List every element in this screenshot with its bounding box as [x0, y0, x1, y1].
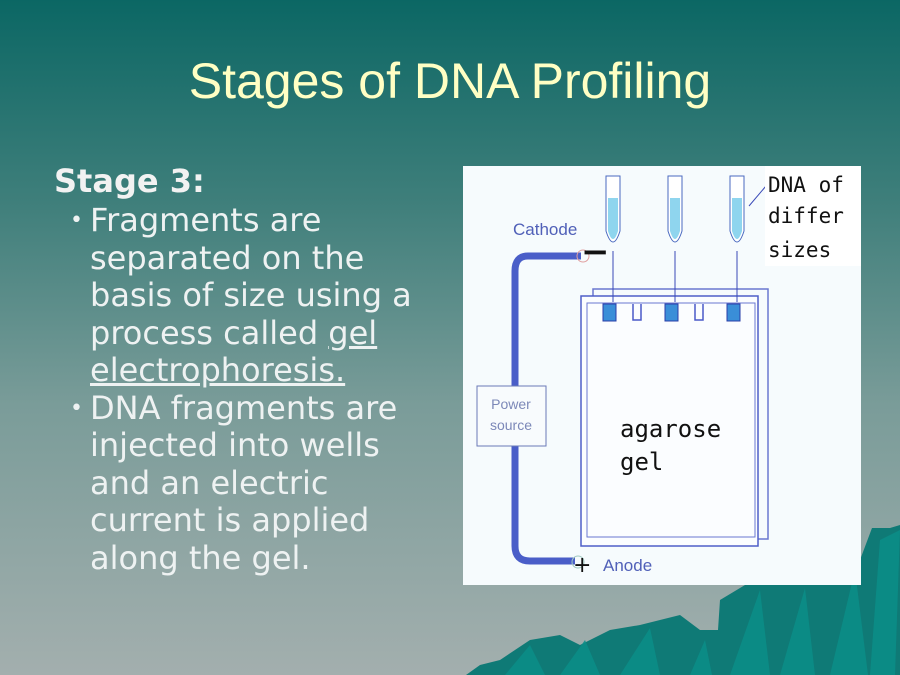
svg-text:gel: gel	[620, 448, 663, 476]
agarose-gel-label: agarose gel	[620, 415, 721, 476]
minus-sign: −	[581, 232, 610, 272]
agarose-gel	[580, 295, 759, 547]
cathode-label: Cathode	[513, 220, 577, 239]
dna-label: DNA of differ sizes	[768, 173, 844, 262]
svg-text:sizes: sizes	[768, 238, 831, 262]
svg-text:differ: differ	[768, 204, 844, 228]
power-source-box	[476, 385, 547, 447]
gel-electrophoresis-diagram: Power source Cathode − + Anode DNA of di…	[463, 166, 861, 585]
svg-text:agarose: agarose	[620, 415, 721, 443]
svg-text:source: source	[490, 417, 532, 433]
anode-terminal	[571, 555, 585, 569]
test-tubes	[605, 175, 767, 302]
bullet-item: •Fragments are separated on the basis of…	[70, 201, 412, 389]
plus-sign: +	[573, 553, 591, 578]
svg-text:Power: Power	[491, 396, 531, 412]
slide-title: Stages of DNA Profiling	[188, 53, 712, 109]
gel-electrophoresis-link[interactable]: gel electrophoresis.	[90, 313, 378, 389]
stage-heading: Stage 3:	[54, 162, 205, 200]
cathode-terminal	[576, 249, 590, 263]
wells	[602, 303, 741, 322]
bullet-list: •Fragments are separated on the basis of…	[70, 201, 450, 577]
bullet-icon: •	[70, 208, 83, 233]
anode-label: Anode	[603, 556, 652, 575]
bullet-item: •DNA fragments are injected into wells a…	[70, 388, 398, 577]
svg-text:DNA of: DNA of	[768, 173, 844, 197]
bullet-icon: •	[70, 395, 83, 421]
